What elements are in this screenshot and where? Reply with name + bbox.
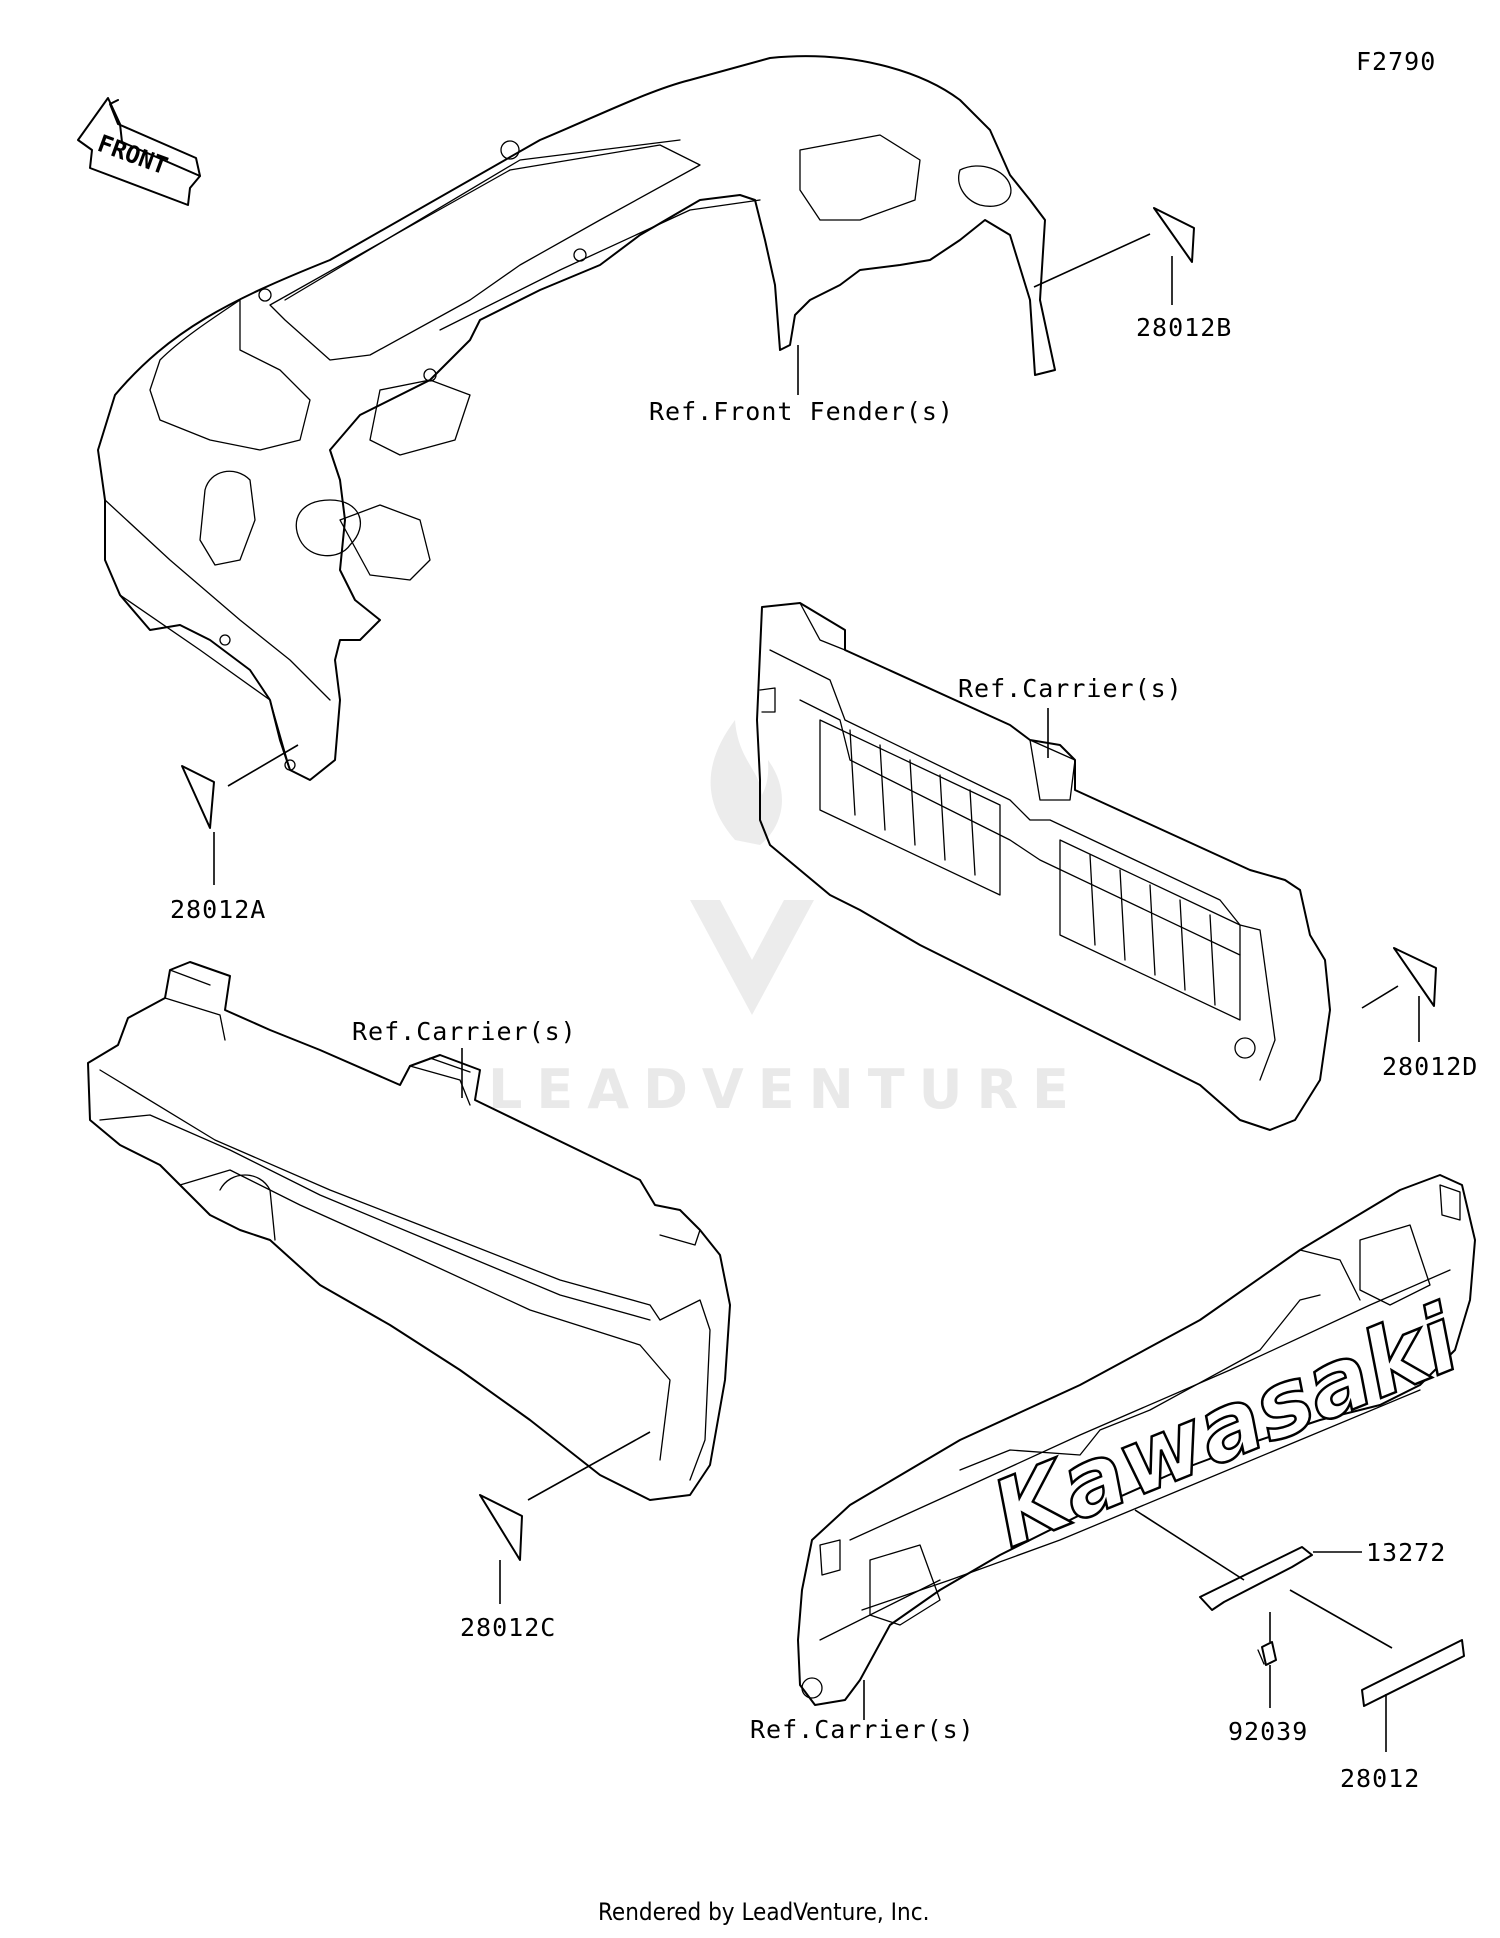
footer-credit: Rendered by LeadVenture, Inc. (598, 1898, 929, 1926)
callout-28012b: 28012B (1136, 313, 1232, 342)
ref-front-fender: Ref.Front Fender(s) (649, 397, 954, 426)
callout-28012: 28012 (1340, 1764, 1420, 1793)
front-label: FRONT (94, 129, 171, 180)
ref-carrier-upper: Ref.Carrier(s) (958, 674, 1183, 703)
rivet-92039 (1257, 1641, 1277, 1666)
decal-28012d (1393, 947, 1437, 1007)
carrier-panel-upper (756, 602, 1331, 1131)
figure-code: F2790 (1356, 47, 1436, 76)
ref-carrier-lower: Ref.Carrier(s) (750, 1715, 975, 1744)
callout-28012a: 28012A (170, 895, 266, 924)
decal-28012 (1361, 1639, 1465, 1707)
front-direction-arrow: FRONT (77, 97, 201, 206)
decal-28012c (479, 1494, 523, 1561)
carrier-panel-left (87, 961, 731, 1501)
watermark-text: LEADVENTURE (488, 1058, 1083, 1121)
callout-92039: 92039 (1228, 1717, 1308, 1746)
callout-13272: 13272 (1366, 1538, 1446, 1567)
tailgate-panel: Kawasaki (797, 1174, 1476, 1706)
decal-28012b (1153, 207, 1195, 263)
leadventure-watermark: LEADVENTURE (488, 720, 1083, 1121)
kawasaki-logo: Kawasaki (978, 1285, 1474, 1568)
decal-28012a (181, 765, 215, 829)
front-cover-panel (97, 55, 1056, 781)
callout-28012d: 28012D (1382, 1052, 1478, 1081)
bracket-13272 (1199, 1546, 1313, 1611)
ref-carrier-left: Ref.Carrier(s) (352, 1017, 577, 1046)
callout-28012c: 28012C (460, 1613, 556, 1642)
